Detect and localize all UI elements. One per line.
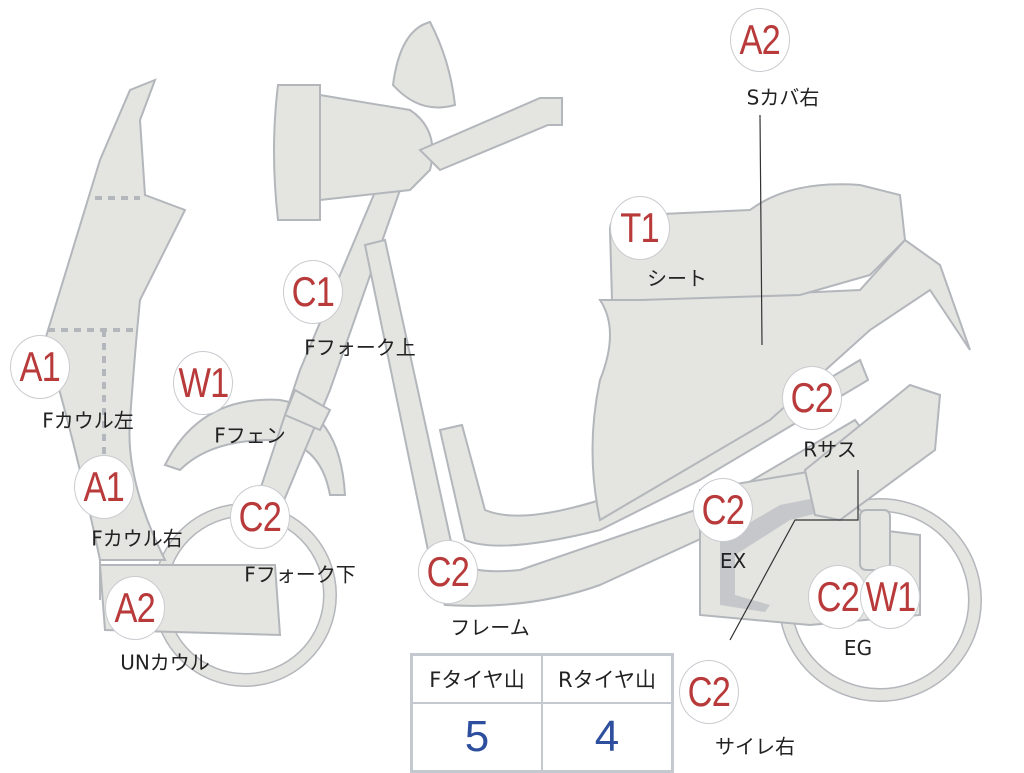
part-label: Fカウル右 [91, 526, 183, 551]
grade-badge-engine-secondary: W1 [860, 565, 920, 629]
rear-body [591, 238, 971, 522]
front-tire-header: Fタイヤ山 [410, 653, 543, 704]
part-label: Fカウル左 [42, 408, 134, 433]
grade-badge-cowl-right: A1 [74, 455, 134, 519]
rear-tire-header: Rタイヤ山 [541, 653, 674, 704]
grade-badge-rear-suspension: C2 [782, 366, 842, 430]
muffler [803, 383, 942, 522]
part-label: UNカウル [120, 650, 210, 675]
part-label: サイレ右 [715, 734, 795, 759]
grade-badge-muffler-right: C2 [679, 660, 739, 724]
grade-badge-fork-upper: C1 [283, 260, 343, 324]
leader-line [729, 470, 859, 641]
grade-badge-seat: T1 [610, 196, 670, 260]
grade-badge-s-cover-right: A2 [730, 8, 790, 72]
grade-badge-under-cowl: A2 [105, 576, 165, 640]
part-label: Rサス [803, 437, 857, 462]
grade-badge-engine: C2 [808, 565, 868, 629]
front-tire-value: 5 [410, 702, 543, 773]
mirror [391, 20, 457, 109]
leader-line [759, 114, 763, 346]
part-label: EG [843, 636, 873, 660]
grade-badge-fork-lower: C2 [230, 485, 290, 549]
tire-tread-table: Fタイヤ山 Rタイヤ山 5 4 [410, 653, 674, 773]
part-label: Fフェン [214, 423, 286, 448]
grade-badge-front-fender: W1 [173, 351, 233, 415]
rear-tire-value: 4 [541, 702, 674, 773]
part-label: シート [647, 266, 707, 291]
headlight-cover [273, 84, 321, 221]
grade-badge-exhaust: C2 [693, 478, 753, 542]
handlebar [418, 97, 563, 172]
part-label: フレーム [450, 615, 530, 640]
grade-badge-cowl-left: A1 [10, 335, 70, 399]
grade-badge-frame: C2 [418, 540, 478, 604]
part-label: EX [719, 549, 747, 573]
part-label: Fフォーク上 [304, 335, 416, 360]
part-label: Sカバ右 [746, 85, 820, 110]
part-label: Fフォーク下 [244, 562, 356, 587]
